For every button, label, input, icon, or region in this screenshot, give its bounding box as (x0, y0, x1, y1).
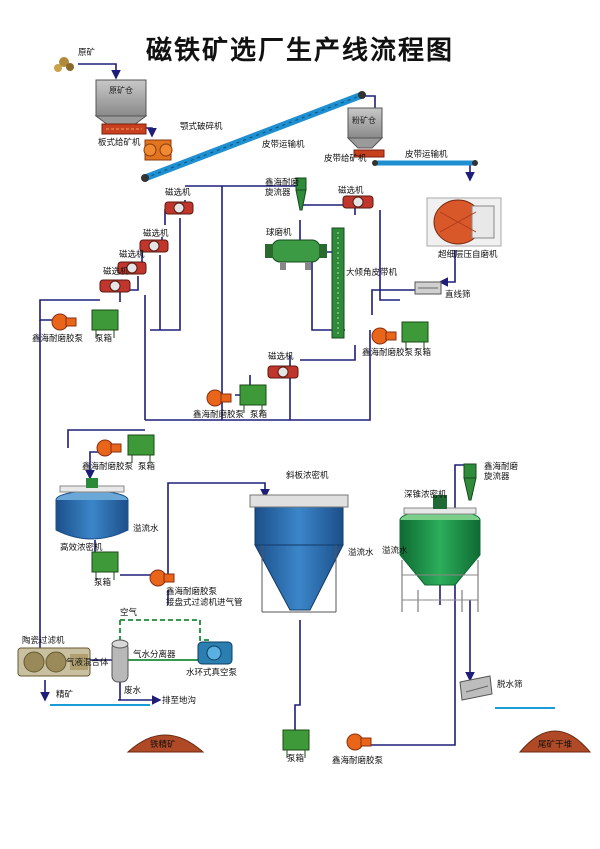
pump-left-label: 鑫海耐磨胶泵 (32, 334, 84, 344)
mag-sep-top-right (342, 195, 374, 209)
belt-feeder-label: 皮带给矿机 (324, 154, 367, 164)
pump-left (51, 313, 77, 331)
ball-mill-icon (265, 239, 327, 270)
inclined-thickener-label: 斜板浓密机 (286, 471, 329, 481)
tailings-dry-label: 尾矿干堆 (538, 740, 573, 750)
mag-sep-top-right-label: 磁选机 (338, 186, 364, 196)
mag-sep-3-label: 磁选机 (119, 250, 145, 260)
vacuum-pump-label: 水环式真空泵 (186, 668, 238, 678)
deep-thickener-label: 深锥浓密机 (404, 490, 447, 500)
mag-separators (99, 195, 374, 379)
mag-sep-4 (99, 279, 131, 293)
pump-box-4-label: 泵箱 (94, 578, 112, 588)
pump-box-mid-label: 泵箱 (250, 410, 268, 420)
pump-box-right-label: 泵箱 (414, 348, 432, 358)
high-eff-thickener-label: 高效浓密机 (60, 543, 103, 553)
pumps (51, 313, 397, 751)
hpgr-label: 超细层压自磨机 (438, 250, 498, 260)
linear-screen-label: 直线筛 (445, 290, 471, 300)
pump-box-4 (91, 551, 119, 580)
hydrocyclone-top-label: 鑫海耐磨 旋流器 (265, 178, 300, 198)
mag-sep-4-label: 磁选机 (103, 267, 129, 277)
linear-screen-icon (414, 281, 442, 295)
ceramic-filter-label: 陶瓷过滤机 (22, 636, 65, 646)
raw-bin-label: 原矿仓 (109, 86, 133, 95)
inclined-belt-icon (331, 227, 345, 339)
dewater-screen-label: 脱水筛 (497, 680, 523, 690)
mag-sep-3 (117, 261, 147, 275)
powder-bin (346, 107, 384, 149)
mag-sep-2 (139, 239, 169, 253)
iron-conc-label: 铁精矿 (150, 740, 176, 750)
pump-box-left (91, 309, 119, 338)
mag-sep-2-label: 磁选机 (143, 229, 169, 239)
air-label: 空气 (120, 608, 138, 618)
water-lines (50, 695, 555, 709)
ceramic-filter-icon (17, 647, 91, 677)
air-lines (119, 619, 210, 661)
pump-filter (149, 569, 175, 587)
belt-feeder-icon (353, 149, 385, 158)
pump-conc-label: 鑫海耐磨胶泵 (82, 462, 134, 472)
pump-right (371, 327, 397, 345)
overflow-2-label: 溢流水 (348, 548, 374, 558)
pump-filter-label: 鑫海耐磨胶泵 (166, 587, 218, 597)
pump-conc (96, 439, 122, 457)
mag-sep-mid-label: 磁选机 (268, 352, 294, 362)
deep-thickener-icon (399, 495, 481, 612)
hydrocyclone-top (295, 177, 307, 211)
filter-inlet-label: 接盘式过滤机进气管 (166, 598, 243, 608)
pump-box-mid (239, 384, 267, 413)
hydrocyclone-right-label: 鑫海耐磨 旋流器 (484, 462, 519, 482)
pump-mid-label: 鑫海耐磨胶泵 (193, 410, 245, 420)
mag-sep-mid (267, 365, 299, 379)
page-title: 磁铁矿选厂生产线流程图 (145, 36, 454, 66)
drain-label: 排至地沟 (162, 696, 197, 706)
gas-water-sep-label: 气水分离器 (133, 650, 176, 660)
mag-sep-1 (164, 201, 194, 215)
iron-concentrate-pile (126, 734, 205, 753)
hydrocyclone-right (463, 463, 477, 501)
jaw-crusher-icon (143, 139, 173, 161)
belt-conveyor-2-label: 皮带运输机 (405, 150, 448, 160)
inclined-thickener-icon (249, 494, 349, 613)
pump-box-right (401, 321, 429, 350)
pump-boxes (91, 309, 429, 758)
mag-sep-1-label: 磁选机 (165, 188, 191, 198)
pump-box-left-label: 泵箱 (95, 334, 113, 344)
belt-conveyor-1 (141, 91, 366, 182)
dewater-screen-icon (459, 675, 493, 701)
pump-bottom-label: 鑫海耐磨胶泵 (332, 756, 384, 766)
inclined-belt-label: 大倾角皮带机 (346, 268, 398, 278)
vacuum-pump-icon (197, 641, 233, 665)
hpgr-icon (426, 197, 502, 247)
high-eff-thickener-icon (55, 478, 129, 540)
raw-ore-icon (54, 57, 74, 72)
overflow-3-label: 溢流水 (382, 546, 408, 556)
waste-water-label: 废水 (124, 686, 142, 696)
plate-feeder-label: 板式给矿机 (98, 138, 141, 148)
gas-water-mix-label: 气液混合体 (66, 658, 109, 668)
jaw-crusher-label: 颚式破碎机 (180, 122, 223, 132)
powder-bin-label: 粉矿仓 (352, 116, 376, 125)
pump-box-bottom-label: 泵箱 (287, 754, 305, 764)
pump-box-conc-label: 泵箱 (138, 462, 156, 472)
concentrate-label: 精矿 (56, 690, 74, 700)
overflow-1-label: 溢流水 (133, 524, 159, 534)
pump-mid (206, 389, 232, 407)
raw-ore-label: 原矿 (78, 48, 96, 58)
pump-right-label: 鑫海耐磨胶泵 (362, 348, 414, 358)
tailings-pile (518, 730, 592, 753)
pump-box-conc (127, 434, 155, 463)
pump-box-bottom (282, 729, 310, 758)
belt-conveyor-1-label: 皮带运输机 (262, 140, 305, 150)
ball-mill-label: 球磨机 (266, 228, 292, 238)
belt-conveyor-2 (372, 160, 478, 166)
plate-feeder-icon (101, 123, 147, 135)
gas-water-separator-icon (111, 639, 129, 683)
pump-bottom (346, 733, 372, 751)
